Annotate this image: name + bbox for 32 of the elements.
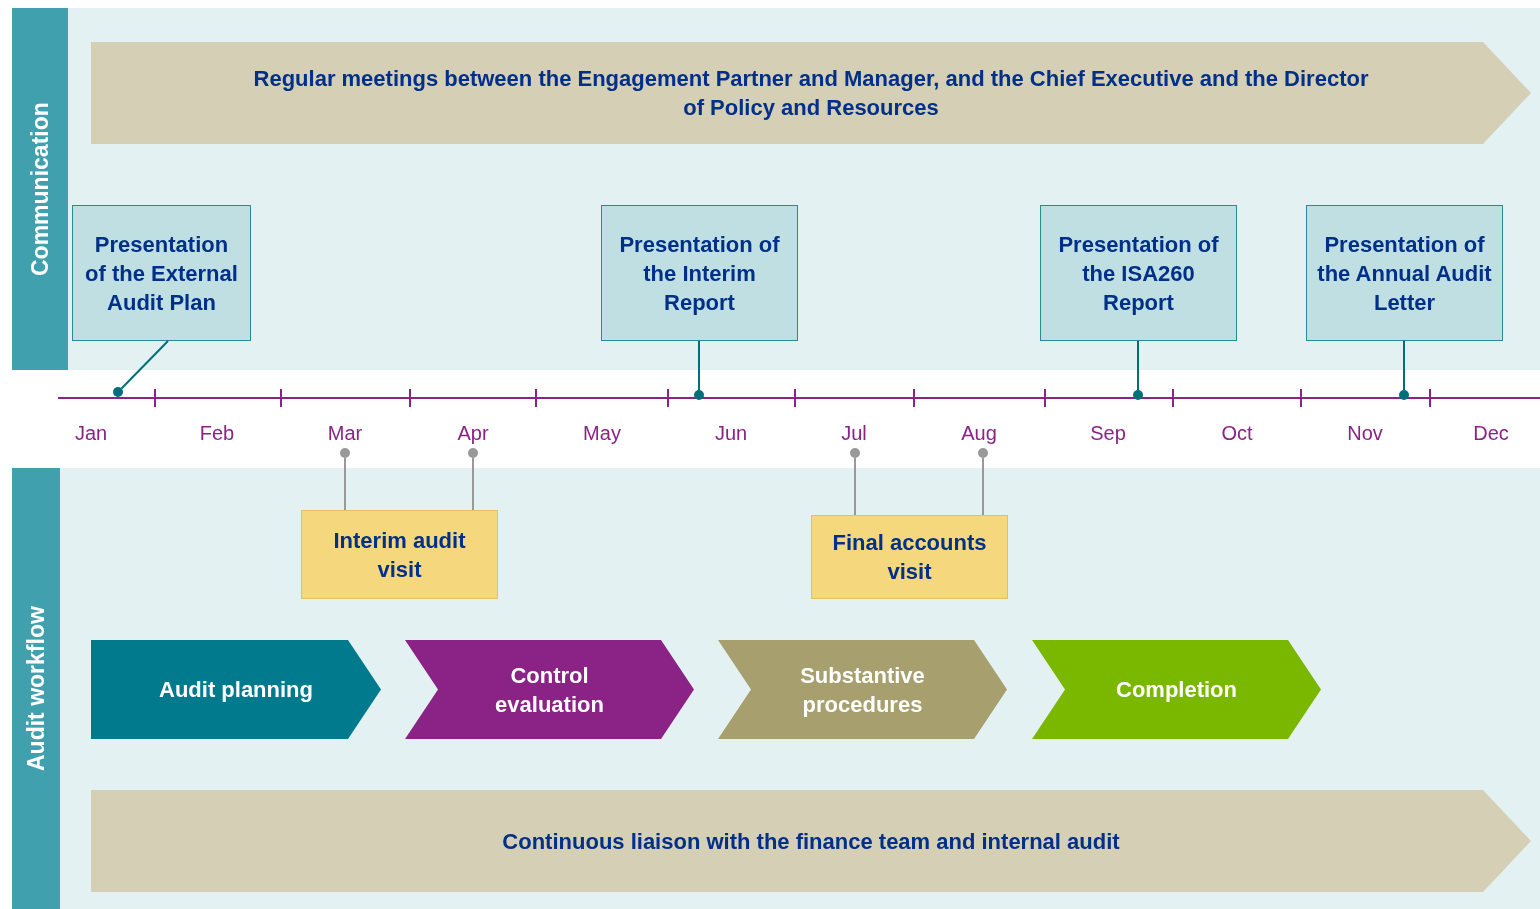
month-label: Mar [327,422,363,445]
month-label: Apr [457,422,489,445]
panel-heading: Communication [12,8,68,370]
month-label: May [583,422,621,445]
phase-step: Completion [1032,640,1321,739]
month-label: Sep [1090,422,1126,445]
leader-line [344,457,346,511]
milestone-box: Presentation of the External Audit Plan [72,205,251,341]
month-label: Feb [199,422,235,445]
leader-line [982,457,984,516]
phase-step: Control evaluation [405,640,694,739]
month-label: Nov [1347,422,1383,445]
month-label: Jun [714,422,748,445]
milestone-box: Presentation of the Interim Report [601,205,798,341]
leader-line [472,457,474,511]
month-label: Dec [1473,422,1509,445]
leader-line [120,340,169,390]
month-label: Jul [841,422,867,445]
visit-box: Final accounts visit [811,515,1008,599]
leader-line [1403,340,1405,391]
leader-line [698,340,700,391]
phase-step: Substantive procedures [718,640,1007,739]
month-label: Aug [961,422,997,445]
month-label: Oct [1221,422,1253,445]
leader-line [854,457,856,516]
month-label: Jan [74,422,108,445]
milestone-box: Presentation of the Annual Audit Letter [1306,205,1503,341]
leader-line [1137,340,1139,391]
panel-heading: Audit workflow [12,468,60,909]
milestone-box: Presentation of the ISA260 Report [1040,205,1237,341]
phase-step: Audit planning [91,640,381,739]
visit-box: Interim audit visit [301,510,498,599]
